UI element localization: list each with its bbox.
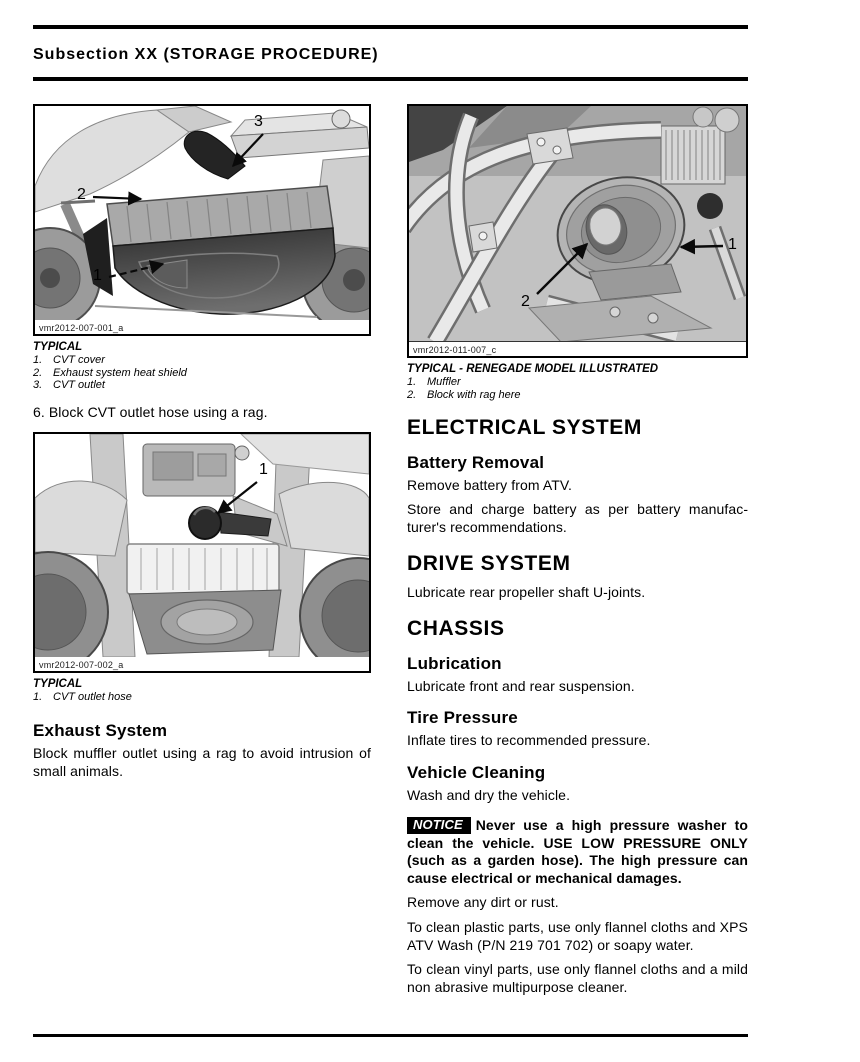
cleaning-paragraph-2: Remove any dirt or rust. <box>407 894 559 911</box>
lubrication-paragraph: Lubricate front and rear suspension. <box>407 677 635 694</box>
figure-watermark: vmr2012-007-001_a <box>39 323 124 333</box>
atv-front-illustration <box>35 433 369 657</box>
drive-paragraph: Lubricate rear propeller shaft U-joints. <box>407 584 646 601</box>
electrical-system-heading: ELECTRICAL SYSTEM <box>407 416 642 439</box>
header-rule-top <box>33 25 748 29</box>
figure-cvt-cover: 3 2 1 vmr2012-007-001_a <box>33 104 371 336</box>
caption-item: 3. CVT outlet <box>33 379 105 391</box>
figure1-caption: TYPICAL 1. CVT cover 2. Exhaust system h… <box>33 341 371 392</box>
page-title: Subsection XX (STORAGE PROCEDURE) <box>33 46 379 63</box>
figure-caption-title: TYPICAL <box>33 677 83 690</box>
cleaning-paragraph-4: To clean vinyl parts, use only flannel c… <box>407 961 748 995</box>
caption-item: 2. Block with rag here <box>407 388 521 401</box>
drive-system-heading: DRIVE SYSTEM <box>407 551 571 575</box>
vehicle-cleaning-heading: Vehicle Cleaning <box>407 762 546 782</box>
battery-removal-heading: Battery Removal <box>407 452 545 472</box>
exhaust-system-paragraph: Block muffler outlet using a rag to avoi… <box>33 745 371 779</box>
footer-rule <box>33 1034 748 1037</box>
tire-pressure-heading: Tire Pressure <box>407 708 518 728</box>
caption-item: 1. Muffler <box>407 376 461 388</box>
notice-text: Never use a high pressure washer to clea… <box>407 816 748 886</box>
figure-caption-title: TYPICAL - RENEGADE MODEL ILLUSTRATED <box>407 363 659 375</box>
notice-badge: NOTICE <box>407 816 471 834</box>
caption-item: 1. CVT cover <box>33 354 105 366</box>
header-rule-bottom <box>33 77 748 81</box>
right-column: 1 2 vmr2012-011-007_c TYPICAL - RENEGADE… <box>407 104 748 997</box>
tire-pressure-paragraph: Inflate tires to recommended pressure. <box>407 732 651 749</box>
figure-watermark: vmr2012-007-002_a <box>39 659 124 670</box>
step-6-text: 6. Block CVT outlet hose using a rag. <box>33 403 268 420</box>
callout-2: 2 <box>77 186 86 203</box>
caption-item: 2. Exhaust system heat shield <box>33 366 187 379</box>
figure-cvt-outlet-hose: 1 vmr2012-007-002_a <box>33 431 371 673</box>
cleaning-paragraph-3: To clean plastic parts, use only flannel… <box>407 919 748 953</box>
exhaust-system-heading: Exhaust System <box>33 721 168 740</box>
battery-paragraph-2: Store and charge battery as per battery … <box>407 501 748 535</box>
left-column: 3 2 1 vmr2012-007-001_a TYPICAL 1. CVT c… <box>33 104 371 780</box>
battery-paragraph-1: Remove battery from ATV. <box>407 476 573 493</box>
figure-separator <box>409 341 746 342</box>
callout-1: 1 <box>93 267 102 284</box>
callout-2: 2 <box>521 293 530 310</box>
atv-side-illustration <box>35 106 369 320</box>
callout-1: 1 <box>259 460 268 478</box>
figure2-caption: TYPICAL 1. CVT outlet hose <box>33 678 371 704</box>
callout-1: 1 <box>728 236 737 253</box>
cleaning-paragraph-1: Wash and dry the vehicle. <box>407 786 571 803</box>
figure-muffler: 1 2 vmr2012-011-007_c <box>407 104 748 358</box>
chassis-heading: CHASSIS <box>407 616 505 640</box>
caption-item: 1. CVT outlet hose <box>33 690 132 703</box>
callout-3: 3 <box>254 113 263 130</box>
atv-rear-frame-illustration <box>409 106 746 342</box>
figure3-caption: TYPICAL - RENEGADE MODEL ILLUSTRATED 1. … <box>407 363 748 401</box>
figure-caption-title: TYPICAL <box>33 341 83 353</box>
figure-watermark: vmr2012-011-007_c <box>413 345 497 355</box>
lubrication-heading: Lubrication <box>407 653 502 673</box>
